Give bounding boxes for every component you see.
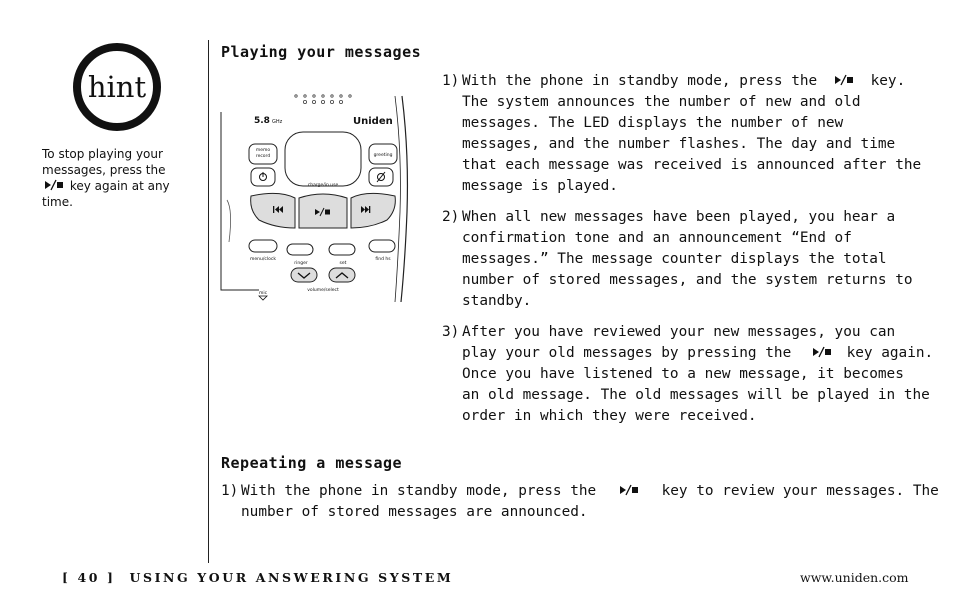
item-text: play your old messages by pressing the (462, 345, 792, 361)
label-find: find hs (375, 256, 391, 262)
item-text: number of stored messages are announced. (241, 504, 588, 520)
hint-badge: hint (73, 43, 161, 131)
label-volume: volume/select (307, 287, 339, 293)
label-memo: memo (256, 148, 271, 153)
led-dots (294, 94, 352, 104)
label-charge: charge/in use (308, 182, 339, 188)
item-text: key. (870, 73, 906, 89)
volume-down-icon (297, 272, 311, 279)
item-text: key to review your messages. The (661, 483, 939, 499)
delete-icon (377, 173, 385, 181)
item-text: messages, and the number flashes. The da… (462, 136, 896, 152)
list-item: 1) With the phone in standby mode, press… (442, 71, 922, 201)
item-text: Once you have listened to a new message,… (462, 366, 904, 382)
phone-base-illustration: 5.8 GHz Uniden charge/in use memo record… (220, 94, 409, 302)
item-text: With the phone in standby mode, press th… (241, 483, 597, 499)
item-text: an old message. The old messages will be… (462, 387, 930, 403)
item-text: order in which they were received. (462, 408, 757, 424)
rewind-icon (273, 206, 283, 213)
hint-note-before: To stop playing your messages, press the (42, 147, 166, 177)
column-divider (208, 40, 209, 563)
label-set: set (340, 260, 347, 266)
hint-note-after: key again at any time. (42, 179, 170, 209)
section-name: USING YOUR ANSWERING SYSTEM (129, 570, 454, 585)
item-text: After you have reviewed your new message… (462, 324, 896, 340)
list-item: 2) When all new messages have been playe… (442, 207, 922, 317)
hint-badge-text: hint (88, 70, 147, 104)
list-item: 3) After you have reviewed your new mess… (442, 322, 933, 432)
mic-icon (258, 295, 268, 301)
volume-up-icon (335, 272, 349, 279)
footer-url: www.uniden.com (800, 570, 909, 585)
label-record: record (256, 153, 271, 159)
item-text: messages. The LED displays the number of… (462, 115, 844, 131)
hint-note: To stop playing your messages, press the… (42, 146, 192, 210)
label-greeting: greeting (374, 152, 393, 158)
item-text: confirmation tone and an announcement “E… (462, 230, 852, 246)
label-ringer: ringer (294, 260, 308, 266)
page-number: [ 40 ] (62, 570, 116, 585)
item-text: key again. (846, 345, 934, 361)
play-stop-icon (619, 484, 638, 496)
section-title-repeating: Repeating a message (221, 454, 403, 472)
item-text: number of stored messages, and the syste… (462, 272, 913, 288)
item-text: The system announces the number of new a… (462, 94, 861, 110)
footer-left: [ 40 ] USING YOUR ANSWERING SYSTEM (62, 570, 453, 585)
item-text: that each message was received is announ… (462, 157, 922, 173)
list-item: 1) With the phone in standby mode, press… (221, 481, 939, 527)
item-number: 3) (442, 324, 460, 340)
item-text: With the phone in standby mode, press th… (462, 73, 818, 89)
item-number: 1) (221, 483, 239, 499)
fast-forward-icon (361, 206, 371, 213)
play-stop-icon (315, 207, 330, 217)
item-number: 1) (442, 73, 460, 89)
freq-small: GHz (272, 119, 283, 125)
label-menu: menu/clock (250, 256, 276, 262)
item-text: When all new messages have been played, … (462, 209, 896, 225)
section-title-playing: Playing your messages (221, 43, 422, 61)
brand-logo: Uniden (353, 116, 393, 127)
play-stop-icon (834, 74, 853, 86)
item-number: 2) (442, 209, 460, 225)
item-text: message is played. (462, 178, 618, 194)
play-stop-icon (812, 346, 831, 358)
item-text: messages.” The message counter displays … (462, 251, 887, 267)
play-stop-icon (45, 179, 63, 191)
item-text: standby. (462, 293, 532, 309)
label-mic: mic (259, 290, 268, 296)
freq-big: 5.8 (254, 116, 270, 126)
